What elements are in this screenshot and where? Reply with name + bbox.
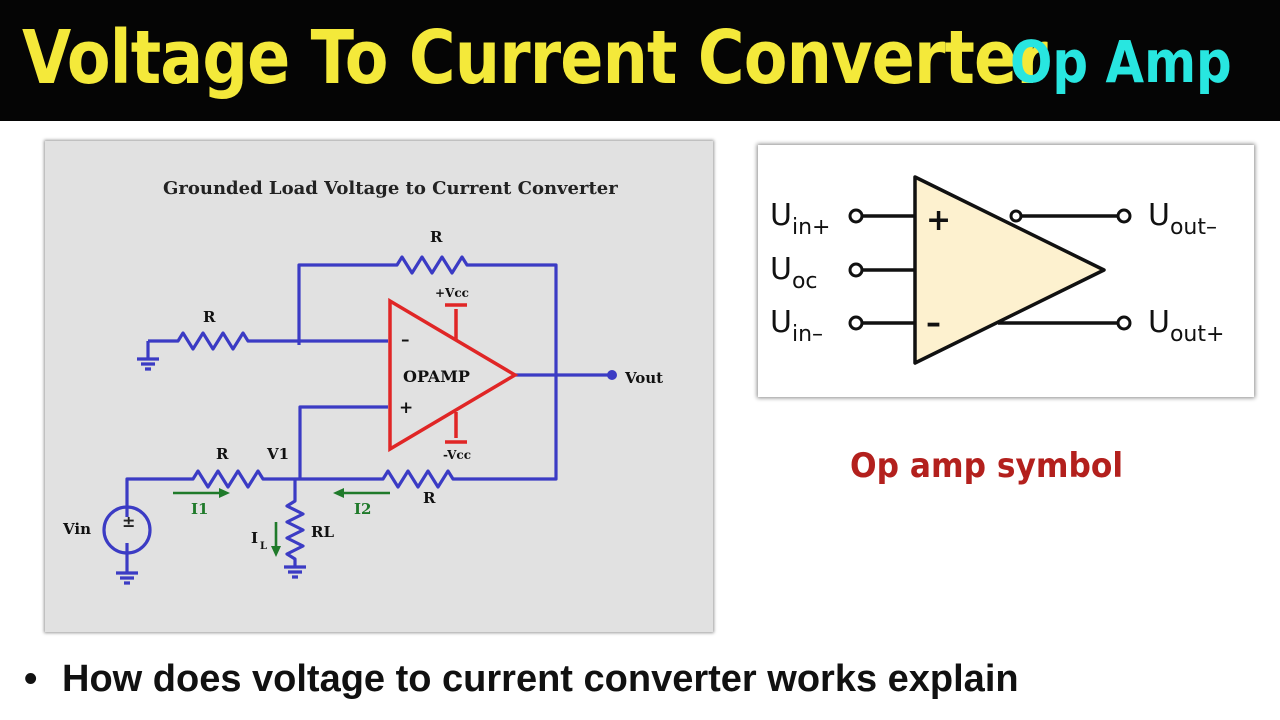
svg-text:Uoc: Uoc	[770, 252, 818, 294]
opamp-symbol	[388, 297, 519, 453]
bottom-resistor-label: R	[423, 489, 436, 507]
feedback-wire	[297, 255, 558, 481]
circuit-title: Grounded Load Voltage to Current Convert…	[163, 178, 618, 199]
current-arrows	[173, 488, 390, 557]
minus-vcc-pin	[445, 412, 467, 444]
plus-vcc-label: +Vcc	[435, 286, 469, 300]
out-minus-subscript: out–	[1170, 215, 1217, 240]
in-minus-label: U	[770, 305, 792, 340]
bullet-symbol: •	[24, 658, 38, 700]
opamp-symbol-panel: + – Uin+ Uoc Uin– Uout– Uout+	[758, 145, 1254, 397]
in-plus-terminal	[848, 208, 864, 224]
inverting-input-wire	[148, 331, 388, 351]
wires	[116, 255, 610, 585]
out-plus-label: U	[1148, 305, 1170, 340]
out-minus-label: U	[1148, 198, 1170, 233]
vout-label: Vout	[624, 369, 663, 387]
current-i1-label: I1	[191, 500, 208, 518]
oc-terminal	[848, 262, 864, 278]
current-i2-label: I2	[354, 500, 371, 518]
source-plus-sign: ±	[122, 512, 135, 531]
ground-left-symbol	[137, 357, 159, 371]
page-title: Voltage To Current Converter	[22, 15, 1048, 101]
in-minus-terminal	[848, 315, 864, 331]
bullet-text: How does voltage to current converter wo…	[62, 658, 1019, 700]
vin-label: Vin	[62, 520, 91, 538]
load-resistor-label: RL	[311, 523, 334, 541]
node-v1-label: V1	[266, 445, 289, 463]
converter-circuit-diagram: Grounded Load Voltage to Current Convert…	[62, 178, 663, 585]
input-resistor-label: R	[203, 308, 216, 326]
current-il-subscript: L	[260, 541, 267, 552]
amplifier-triangle	[913, 175, 1106, 365]
svg-text:Uin–: Uin–	[770, 305, 823, 347]
ground-load-symbol	[284, 565, 306, 579]
out-minus-terminal	[1116, 208, 1132, 224]
ground-source-symbol	[116, 571, 138, 585]
plus-vcc-pin	[445, 303, 467, 340]
opamp-symbol-diagram: + – Uin+ Uoc Uin– Uout– Uout+	[770, 175, 1224, 365]
noninverting-sign: +	[399, 398, 413, 418]
out-plus-subscript: out+	[1170, 322, 1224, 347]
voltage-source-symbol	[102, 505, 152, 555]
current-il-label: I	[251, 529, 258, 547]
out-plus-terminal	[1116, 315, 1132, 331]
inverted-output-bubble	[1009, 209, 1023, 223]
bottom-wire	[125, 469, 513, 517]
svg-text:Uout+: Uout+	[1148, 305, 1224, 347]
svg-text:Uin+: Uin+	[770, 198, 830, 240]
in-plus-subscript: in+	[792, 215, 831, 240]
svg-text:Uout–: Uout–	[1148, 198, 1217, 240]
oc-subscript: oc	[792, 269, 818, 294]
noninverting-input-wire	[298, 405, 388, 479]
in-plus-label: U	[770, 198, 792, 233]
noninverting-input-sign: +	[926, 203, 951, 238]
inverting-input-sign: –	[926, 306, 941, 341]
inverting-sign: –	[401, 330, 410, 350]
page-subtitle: Op Amp	[1010, 28, 1232, 96]
load-resistor-symbol	[285, 479, 305, 567]
opamp-label: OPAMP	[403, 367, 470, 386]
in-minus-subscript: in–	[792, 322, 823, 347]
bullet-point: • How does voltage to current converter w…	[24, 658, 1019, 701]
circuit-panel: Grounded Load Voltage to Current Convert…	[45, 141, 713, 632]
feedback-resistor-label: R	[430, 228, 443, 246]
symbol-caption: Op amp symbol	[850, 446, 1124, 486]
minus-vcc-label: -Vcc	[443, 448, 471, 462]
title-banner: Voltage To Current Converter Op Amp	[0, 0, 1280, 121]
vout-terminal	[607, 370, 617, 380]
vin-resistor-label: R	[216, 445, 229, 463]
oc-label: U	[770, 252, 792, 287]
